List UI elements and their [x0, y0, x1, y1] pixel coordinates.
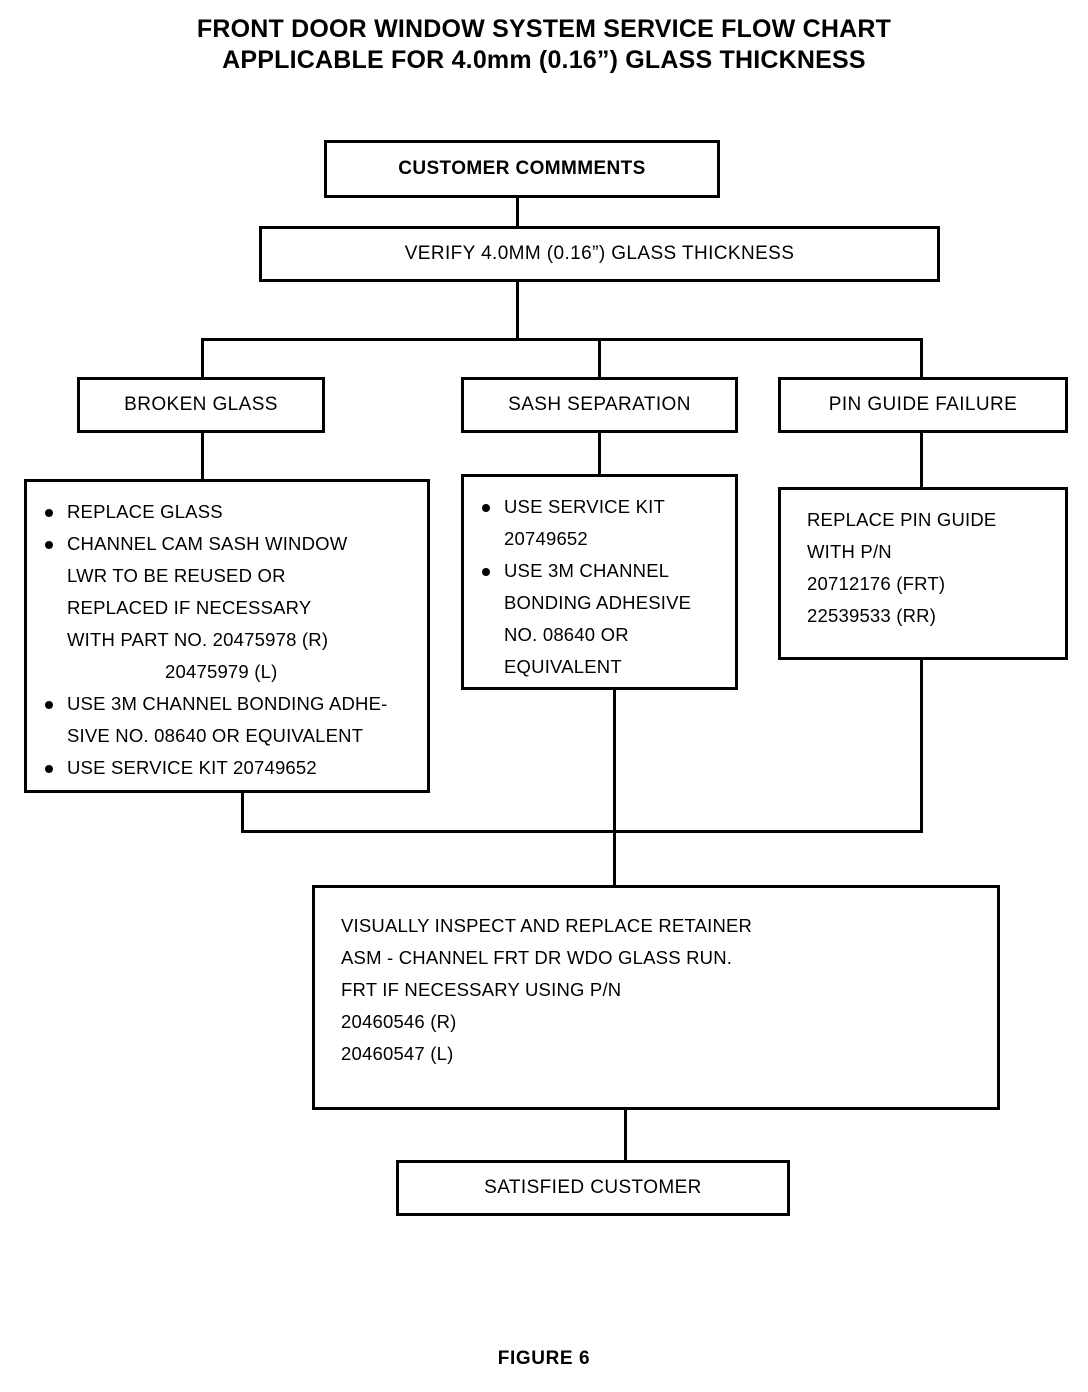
connector-pin-detail-drop	[920, 660, 923, 833]
list-item: USE SERVICE KIT 20749652	[39, 752, 415, 784]
connector-branch-left	[201, 338, 204, 377]
list-item: USE SERVICE KIT	[476, 491, 723, 523]
list-item-cont: NO. 08640 OR	[504, 624, 629, 645]
list-item-cont: 20749652	[504, 528, 588, 549]
node-sash-separation-label: SASH SEPARATION	[508, 394, 691, 415]
connector-branch-bus	[201, 338, 923, 341]
chart-title: FRONT DOOR WINDOW SYSTEM SERVICE FLOW CH…	[0, 14, 1088, 76]
figure-caption: FIGURE 6	[497, 1348, 591, 1369]
connector-retainer-to-satisfied	[624, 1110, 627, 1160]
detail-retainer-lines: VISUALLY INSPECT AND REPLACE RETAINER AS…	[341, 910, 985, 1070]
list-item-cont: EQUIVALENT	[504, 656, 622, 677]
connector-pin-guide-to-detail	[920, 433, 923, 487]
list-item: 20460547 (L)	[341, 1043, 454, 1064]
list-item: REPLACE GLASS	[39, 496, 415, 528]
list-item: WITH P/N	[807, 541, 892, 562]
detail-broken-glass[interactable]: REPLACE GLASS CHANNEL CAM SASH WINDOW LW…	[24, 479, 430, 793]
list-item: ASM - CHANNEL FRT DR WDO GLASS RUN.	[341, 947, 733, 968]
list-item: FRT IF NECESSARY USING P/N	[341, 979, 622, 1000]
list-item: USE 3M CHANNEL	[476, 555, 723, 587]
title-line-1: FRONT DOOR WINDOW SYSTEM SERVICE FLOW CH…	[196, 15, 892, 43]
list-item: 20460546 (R)	[341, 1011, 457, 1032]
detail-sash-separation[interactable]: USE SERVICE KIT 20749652 USE 3M CHANNEL …	[461, 474, 738, 690]
list-item-cont: LWR TO BE REUSED OR	[67, 565, 286, 586]
connector-sash-to-detail	[598, 433, 601, 474]
node-customer-comments-label: CUSTOMER COMMMENTS	[398, 158, 646, 179]
node-customer-comments[interactable]: CUSTOMER COMMMENTS	[324, 140, 720, 198]
connector-broken-detail-drop	[241, 793, 244, 833]
list-item: CHANNEL CAM SASH WINDOW	[39, 528, 415, 560]
connector-branch-center	[598, 338, 601, 377]
detail-retainer[interactable]: VISUALLY INSPECT AND REPLACE RETAINER AS…	[312, 885, 1000, 1110]
connector-branch-right	[920, 338, 923, 377]
title-line-2: APPLICABLE FOR 4.0mm (0.16”) GLASS THICK…	[222, 46, 866, 74]
detail-pin-guide-lines: REPLACE PIN GUIDE WITH P/N 20712176 (FRT…	[793, 504, 1053, 632]
list-item-cont: REPLACED IF NECESSARY	[67, 597, 312, 618]
connector-customer-to-verify	[516, 198, 519, 226]
list-item: REPLACE PIN GUIDE	[807, 509, 997, 530]
connector-merge-bus	[241, 830, 923, 833]
node-verify-thickness[interactable]: VERIFY 4.0MM (0.16”) GLASS THICKNESS	[259, 226, 940, 282]
list-item: USE 3M CHANNEL BONDING ADHE-	[39, 688, 415, 720]
list-item-cont: BONDING ADHESIVE	[504, 592, 692, 613]
node-satisfied-customer-label: SATISFIED CUSTOMER	[484, 1177, 702, 1198]
list-item-cont: 20475979 (L)	[165, 661, 278, 682]
connector-center-to-retainer	[613, 690, 616, 885]
list-item: VISUALLY INSPECT AND REPLACE RETAINER	[341, 915, 753, 936]
list-item: 22539533 (RR)	[807, 605, 937, 626]
detail-broken-glass-lines: REPLACE GLASS CHANNEL CAM SASH WINDOW LW…	[39, 496, 415, 784]
node-sash-separation[interactable]: SASH SEPARATION	[461, 377, 738, 433]
node-pin-guide-failure[interactable]: PIN GUIDE FAILURE	[778, 377, 1068, 433]
node-pin-guide-failure-label: PIN GUIDE FAILURE	[828, 394, 1018, 415]
list-item-cont: SIVE NO. 08640 OR EQUIVALENT	[67, 725, 364, 746]
node-satisfied-customer[interactable]: SATISFIED CUSTOMER	[396, 1160, 790, 1216]
connector-verify-drop	[516, 282, 519, 340]
node-broken-glass[interactable]: BROKEN GLASS	[77, 377, 325, 433]
list-item-cont: WITH PART NO. 20475978 (R)	[67, 629, 329, 650]
connector-broken-glass-to-detail	[201, 433, 204, 479]
node-verify-thickness-label: VERIFY 4.0MM (0.16”) GLASS THICKNESS	[404, 243, 795, 264]
list-item: 20712176 (FRT)	[807, 573, 946, 594]
detail-sash-separation-lines: USE SERVICE KIT 20749652 USE 3M CHANNEL …	[476, 491, 723, 683]
node-broken-glass-label: BROKEN GLASS	[124, 394, 278, 415]
detail-pin-guide[interactable]: REPLACE PIN GUIDE WITH P/N 20712176 (FRT…	[778, 487, 1068, 660]
